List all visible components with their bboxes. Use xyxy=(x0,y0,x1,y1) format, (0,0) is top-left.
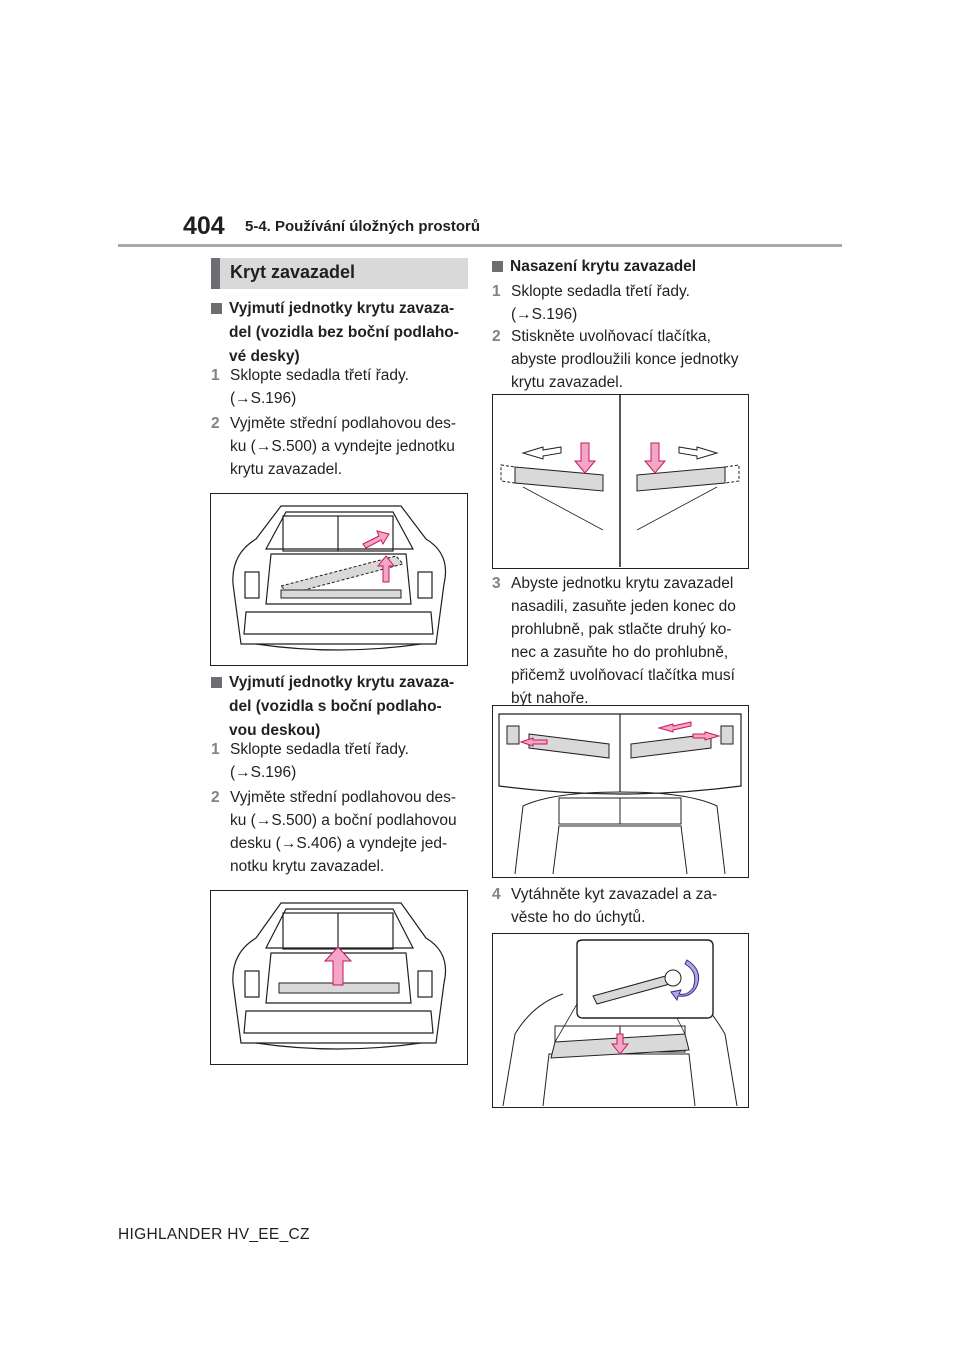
section-title-box: Kryt zavazadel xyxy=(211,258,468,289)
step-number: 1 xyxy=(211,741,220,758)
header-divider xyxy=(118,244,842,247)
square-bullet-icon xyxy=(211,303,222,314)
section-title-bar xyxy=(211,258,220,289)
section-reference: 5-4. Používání úložných prostorů xyxy=(245,218,481,235)
arrow-right-icon xyxy=(692,731,721,741)
arrow-down-icon xyxy=(610,1033,630,1055)
step-line: abyste prodloužili konce jednotky xyxy=(511,351,739,368)
step-number: 3 xyxy=(492,575,501,592)
step-number: 4 xyxy=(492,886,501,903)
step-line: notku krytu zavazadel. xyxy=(230,858,385,875)
step-line: ku (→S.500) a vyndejte jednotku xyxy=(230,438,455,455)
page-number: 404 xyxy=(183,212,225,240)
rotate-arrow-icon xyxy=(670,959,700,1002)
cover-hook-illustration xyxy=(502,939,738,1106)
step-line: krytu zavazadel. xyxy=(230,461,342,478)
square-bullet-icon xyxy=(492,261,503,272)
step-line: prohlubně, pak stlačte druhý ko- xyxy=(511,621,732,638)
step-2: 2 Vyjměte střední podlahovou des- ku (→S… xyxy=(211,412,471,482)
step-line: desku (→S.406) a vyndejte jed- xyxy=(230,835,448,852)
subsection-heading-with-side-board: Vyjmutí jednotky krytu zavaza- del (vozi… xyxy=(211,671,471,743)
step-3: 3 Abyste jednotku krytu zavazadel nasadi… xyxy=(492,572,762,712)
step-number: 2 xyxy=(492,328,501,345)
step-number: 2 xyxy=(211,789,220,806)
step-2: 2 Vyjměte střední podlahovou des- ku (→S… xyxy=(211,786,471,880)
heading-line: Nasazení krytu zavazadel xyxy=(510,258,697,275)
step-line: Vyjměte střední podlahovou des- xyxy=(230,789,457,806)
cover-unit-illustration xyxy=(500,395,740,567)
step-line: (→S.196) xyxy=(230,764,297,781)
cover-install-illustration xyxy=(498,713,742,875)
heading-line: vé desky) xyxy=(229,348,300,365)
step-line: (→S.196) xyxy=(511,306,578,323)
figure-hook-cover xyxy=(492,933,749,1108)
arrow-left-icon xyxy=(519,737,548,747)
step-line: Stiskněte uvolňovací tlačítka, xyxy=(511,328,711,345)
figure-insert-cover-ends xyxy=(492,705,749,878)
step-line: Vytáhněte kyt zavazadel a za- xyxy=(511,886,718,903)
step-line: (→S.196) xyxy=(230,390,297,407)
heading-line: vou deskou) xyxy=(229,722,321,739)
footer-model-code: HIGHLANDER HV_EE_CZ xyxy=(118,1226,310,1243)
step-line: věste ho do úchytů. xyxy=(511,909,646,926)
subsection-heading-install: Nasazení krytu zavazadel xyxy=(492,255,762,279)
arrow-up-right-icon xyxy=(362,530,390,549)
subsection-heading-no-side-board: Vyjmutí jednotky krytu zavaza- del (vozi… xyxy=(211,297,471,369)
figure-cargo-area-remove-cover xyxy=(210,493,468,666)
step-number: 1 xyxy=(492,283,501,300)
arrow-up-icon xyxy=(323,946,353,986)
car-rear-illustration xyxy=(232,505,447,651)
car-rear-illustration xyxy=(232,902,447,1050)
arrow-left-icon xyxy=(521,446,562,460)
step-line: Abyste jednotku krytu zavazadel xyxy=(511,575,734,592)
figure-cargo-area-lift-cover xyxy=(210,890,468,1065)
figure-extend-cover-ends xyxy=(492,394,749,569)
step-2: 2 Stiskněte uvolňovací tlačítka, abyste … xyxy=(492,325,762,395)
step-1: 1 Sklopte sedadla třetí řady. (→S.196) xyxy=(211,364,471,410)
step-line: Sklopte sedadla třetí řady. xyxy=(511,283,690,300)
heading-line: del (vozidla s boční podlaho- xyxy=(229,698,442,715)
step-line: přičemž uvolňovací tlačítka musí xyxy=(511,667,735,684)
step-1: 1 Sklopte sedadla třetí řady. (→S.196) xyxy=(211,738,471,784)
step-number: 1 xyxy=(211,367,220,384)
step-line: být nahoře. xyxy=(511,690,589,707)
arrow-down-icon xyxy=(643,442,667,474)
heading-line: del (vozidla bez boční podlaho- xyxy=(229,324,459,341)
square-bullet-icon xyxy=(211,677,222,688)
step-number: 2 xyxy=(211,415,220,432)
step-line: nasadili, zasuňte jeden konec do xyxy=(511,598,736,615)
step-line: nec a zasuňte ho do prohlubně, xyxy=(511,644,729,661)
step-line: ku (→S.500) a boční podlahovou xyxy=(230,812,457,829)
step-4: 4 Vytáhněte kyt zavazadel a za- věste ho… xyxy=(492,883,762,929)
step-1: 1 Sklopte sedadla třetí řady. (→S.196) xyxy=(492,280,762,326)
step-line: Vyjměte střední podlahovou des- xyxy=(230,415,457,432)
section-title: Kryt zavazadel xyxy=(230,262,356,282)
heading-line: Vyjmutí jednotky krytu zavaza- xyxy=(229,674,455,691)
arrow-down-icon xyxy=(573,442,597,474)
step-line: Sklopte sedadla třetí řady. xyxy=(230,367,409,384)
arrow-left-icon xyxy=(657,721,692,733)
step-line: krytu zavazadel. xyxy=(511,374,623,391)
arrow-right-icon xyxy=(678,446,719,460)
arrow-up-icon xyxy=(376,555,396,583)
heading-line: Vyjmutí jednotky krytu zavaza- xyxy=(229,300,455,317)
step-line: Sklopte sedadla třetí řady. xyxy=(230,741,409,758)
